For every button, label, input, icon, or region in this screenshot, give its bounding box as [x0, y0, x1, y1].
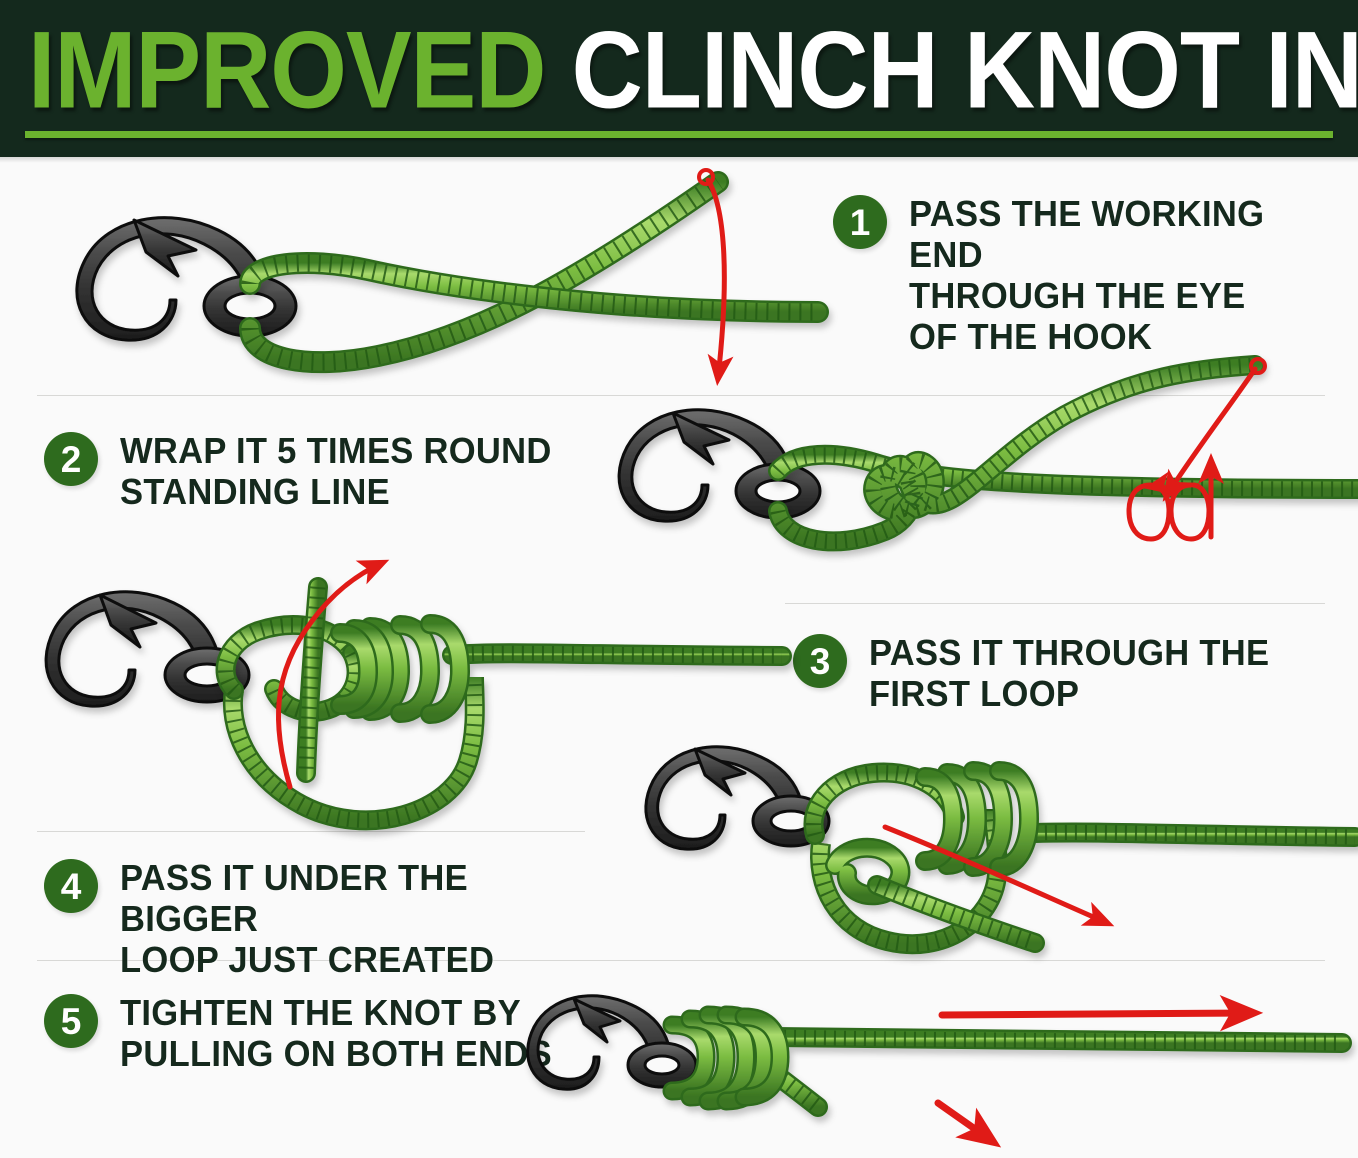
coil-wrap-arrows-icon	[1126, 452, 1224, 542]
hook-icon-1	[75, 216, 270, 342]
step-1: 1 PASS THE WORKING END THROUGH THE EYE O…	[833, 193, 1333, 357]
page-title: IMPROVED CLINCH KNOT INSTRUCTIONS	[28, 13, 1358, 126]
header-accent-bar	[25, 131, 1333, 138]
header-shadow	[0, 157, 1358, 163]
fishing-line-2a	[768, 355, 1358, 552]
hook-icon-5	[526, 994, 672, 1091]
step-badge-5: 5	[44, 994, 98, 1048]
step-label-5: TIGHTEN THE KNOT BY PULLING ON BOTH ENDS	[120, 992, 553, 1074]
fishing-line-5	[662, 1005, 1352, 1117]
illustration-step-3	[625, 715, 1358, 955]
diagonal-down-right-arrow-icon-5	[934, 1099, 1002, 1148]
step-label-2: WRAP IT 5 TIMES ROUND STANDING LINE	[120, 430, 552, 512]
step-badge-3: 3	[793, 634, 847, 688]
fishing-line-3	[803, 761, 1358, 955]
fishing-line-2b	[215, 577, 792, 831]
illustration-step-2a	[595, 355, 1358, 585]
step-3: 3 PASS IT THROUGH THE FIRST LOOP	[793, 632, 1313, 714]
step-2: 2 WRAP IT 5 TIMES ROUND STANDING LINE	[44, 430, 604, 512]
straight-right-arrow-icon-5	[938, 995, 1264, 1032]
hook-eye-1	[202, 274, 298, 338]
straight-right-arrow-icon-3	[882, 824, 1115, 927]
hook-eye-5	[626, 1041, 698, 1089]
coil-wraps-5	[662, 1005, 790, 1111]
divider-step1	[37, 395, 1325, 396]
page-title-highlight: IMPROVED	[28, 8, 546, 132]
step-badge-4: 4	[44, 859, 98, 913]
hook-icon-2a	[617, 408, 795, 523]
coil-wraps-2b	[330, 614, 471, 724]
step-label-3: PASS IT THROUGH THE FIRST LOOP	[869, 632, 1270, 714]
fishing-line-1	[239, 171, 829, 374]
step-label-4: PASS IT UNDER THE BIGGER LOOP JUST CREAT…	[120, 857, 495, 980]
curved-up-arrow-icon-2b	[276, 559, 390, 790]
hook-icon-3	[644, 745, 805, 851]
divider-step3	[37, 831, 585, 832]
step-badge-2: 2	[44, 432, 98, 486]
header-banner: IMPROVED CLINCH KNOT INSTRUCTIONS	[0, 0, 1358, 157]
curved-down-arrow-icon-2	[1162, 357, 1267, 502]
hook-eye-2a	[734, 462, 822, 520]
illustration-step-5	[512, 975, 1357, 1155]
curved-down-arrow-icon-1	[697, 168, 734, 386]
divider-step4	[37, 960, 1325, 961]
illustration-step-1	[18, 160, 829, 395]
divider-step2	[785, 603, 1325, 604]
page-title-rest: CLINCH KNOT INSTRUCTIONS	[571, 8, 1358, 132]
illustration-step-2b	[22, 525, 792, 831]
step-badge-1: 1	[833, 195, 887, 249]
hook-icon-2b	[44, 590, 222, 708]
step-4: 4 PASS IT UNDER THE BIGGER LOOP JUST CRE…	[44, 857, 604, 980]
step-label-1: PASS THE WORKING END THROUGH THE EYE OF …	[909, 193, 1265, 357]
